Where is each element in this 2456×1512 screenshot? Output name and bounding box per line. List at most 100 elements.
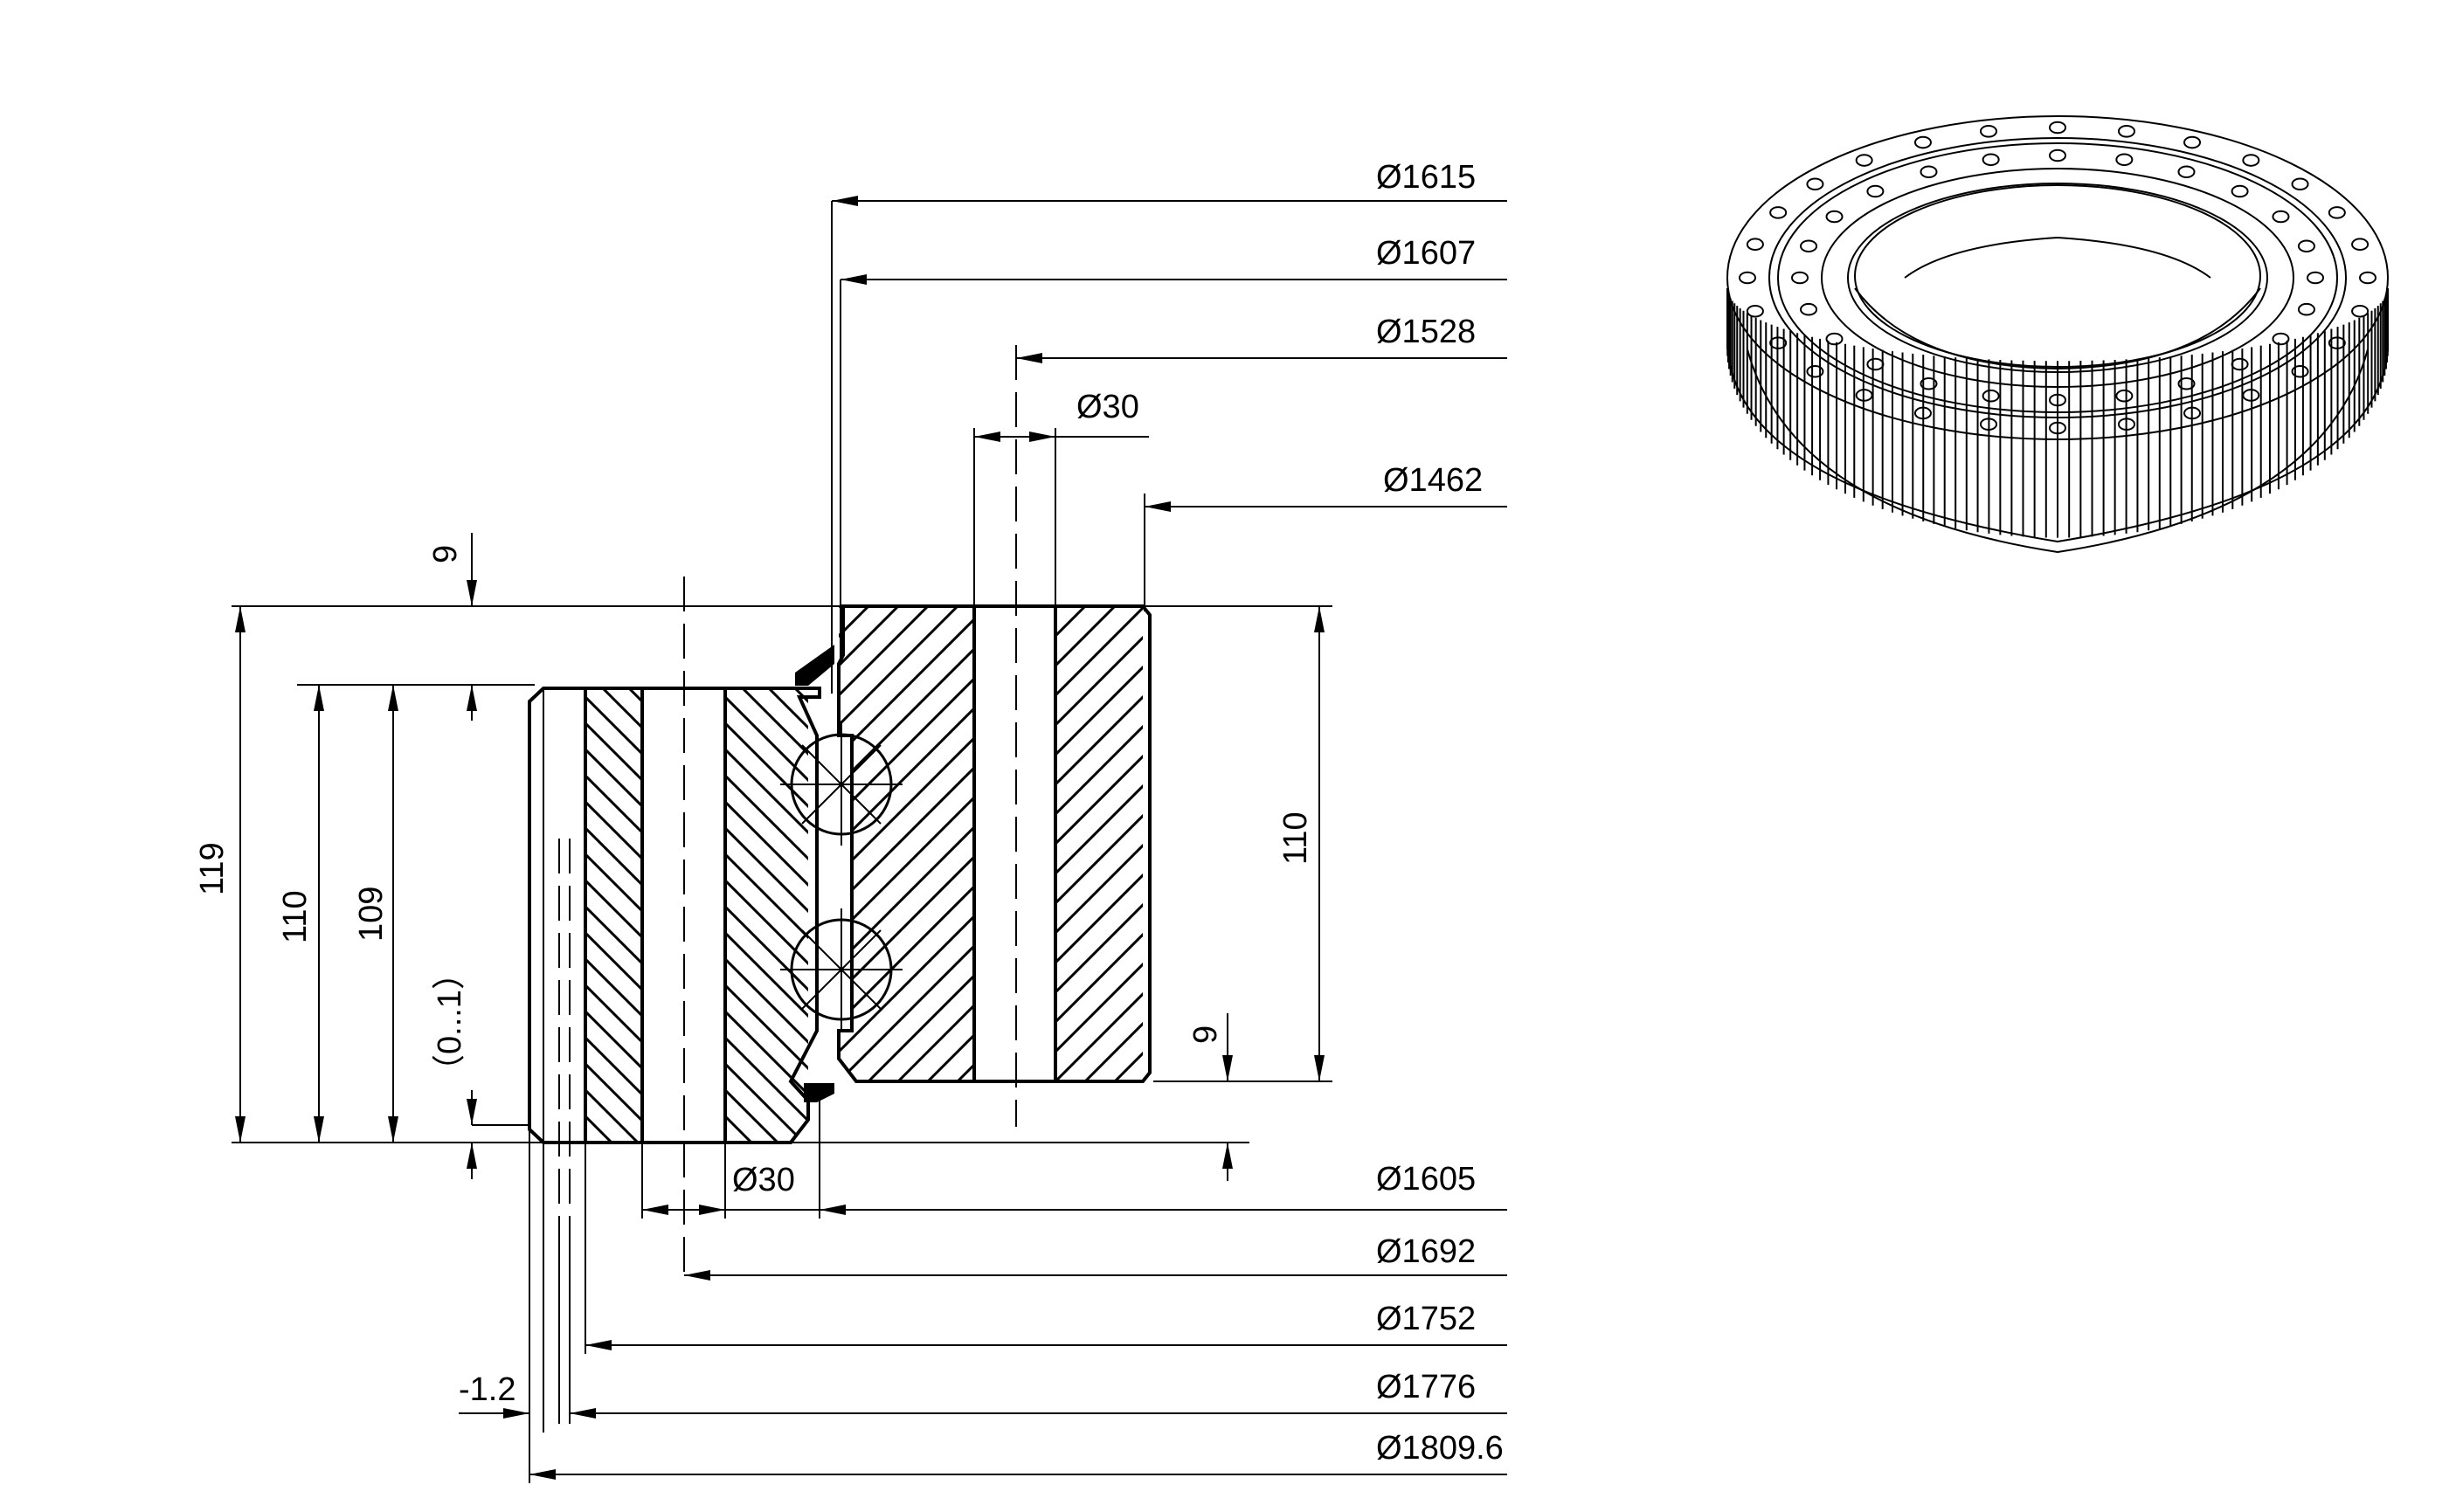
slewing-ring-3d-icon [1726,115,2389,554]
hatch-line [725,688,808,1143]
hatch-line [725,688,806,1143]
hatch-line [1166,606,1641,1081]
hatch-line [1531,606,2006,1081]
hatch-line [956,606,974,1081]
outer-ring-outline [837,604,1152,1083]
label-d1528: Ø1528 [1376,314,1476,350]
hatch-line [1373,606,1849,1081]
hatch-line [1412,606,1887,1081]
label-d1462: Ø1462 [1383,462,1483,499]
label-h119: 119 [194,842,231,895]
hatch-line [1403,606,1878,1081]
hatch-line [725,688,808,1143]
seal-top [795,645,834,686]
hatch-line [1204,606,1679,1081]
bolt-hole [1982,153,2000,167]
hatch-line [725,688,808,1143]
hatch-line [1055,873,1143,965]
label-d1615: Ø1615 [1376,159,1476,196]
hatch-line [1055,606,1117,668]
bolt-hole [1825,210,1844,224]
bolt-hole [2328,206,2346,219]
bolt-hole [2115,153,2134,167]
bolt-hole [2231,357,2249,371]
label-h110-left: 110 [277,890,314,943]
bolt-hole [2291,177,2309,191]
bolt-hole [1980,125,1998,138]
hatch-line [725,688,727,1143]
bolt-hole [2351,238,2370,252]
bolt-hole [2297,239,2315,253]
bolt-hole [2307,271,2324,285]
hatch-line [767,688,808,1143]
hatch-line [1353,606,1828,1081]
hatch-line [900,688,1354,1143]
hatch-line [1255,606,1730,1081]
hatch-line [821,688,1276,1143]
hatch-line [867,606,974,1081]
hatch-line [793,688,808,1143]
hatch-line [1055,694,1143,787]
bolt-hole [1866,357,1885,371]
hatch-line [839,606,974,1081]
hatch-line [1590,606,2065,1081]
hatch-line [1113,1051,1143,1081]
hatch-line [1136,688,1590,1143]
label-gap-top: 9 [427,545,464,563]
hatch-line [1174,606,1650,1081]
hatch-line [944,688,1398,1143]
hatch-line [813,688,1267,1143]
label-d1605: Ø1605 [1376,1161,1476,1198]
hatch-line [741,688,808,1143]
hatch-line [1136,606,1611,1081]
hatch-line [1057,688,1512,1143]
dimension-labels: Ø1615 Ø1607 Ø1528 Ø30 Ø1462 Ø30 Ø1605 Ø1… [194,159,1504,1467]
hatch-line [1055,991,1143,1081]
bolt-hole [1800,239,1818,253]
hatch-line [1214,688,1669,1143]
hatch-line [1031,688,1485,1143]
hatch-outer-bar [1055,606,2095,1081]
hatch-line [1106,606,1581,1081]
bolt-hole [1806,177,1824,191]
label-gap-bottom: 9 [1187,1025,1224,1044]
bolt-hole [2117,125,2135,138]
hatch-line [1048,688,1503,1143]
hatch-line [926,606,974,1081]
hatch-line [839,606,974,1081]
bolt-hole [2242,154,2260,167]
hatch-line [839,606,974,1081]
hatch-line [1620,606,2095,1081]
hatch-line [725,688,808,1143]
bolt-hole [2291,364,2309,378]
label-d30-bottom: Ø30 [732,1162,795,1198]
hatch-line [839,606,974,1081]
hatch-line [585,721,642,783]
label-d1692: Ø1692 [1376,1233,1476,1270]
hatch-line [585,852,642,914]
hatch-line [725,688,808,1143]
hatch-inner-bar [585,688,1503,1143]
hatch-line [725,688,808,1143]
hatch-line [725,688,808,1143]
hatch-line [585,1061,642,1123]
hatch-line [1055,813,1143,906]
bolt-hole [2177,165,2196,179]
hatch-line [725,688,808,1143]
hatch-line [891,688,1346,1143]
hatch-line [1055,962,1143,1054]
hatch-line [1076,606,1552,1081]
bolt-hole [2297,302,2315,316]
bearing-cross-section [528,345,2095,1282]
hatch-line [987,606,1463,1081]
hatch-line [839,606,930,1081]
label-d1809: Ø1809.6 [1376,1430,1504,1467]
bolt-hole [1791,271,1809,285]
bolt-hole [1982,389,2000,403]
hatch-line [1083,1021,1143,1081]
hatch-line [1162,688,1616,1143]
bolt-hole [2351,304,2370,318]
label-d1752: Ø1752 [1376,1301,1476,1337]
hatch-line [1055,665,1143,757]
label-d1776: Ø1776 [1376,1369,1476,1405]
